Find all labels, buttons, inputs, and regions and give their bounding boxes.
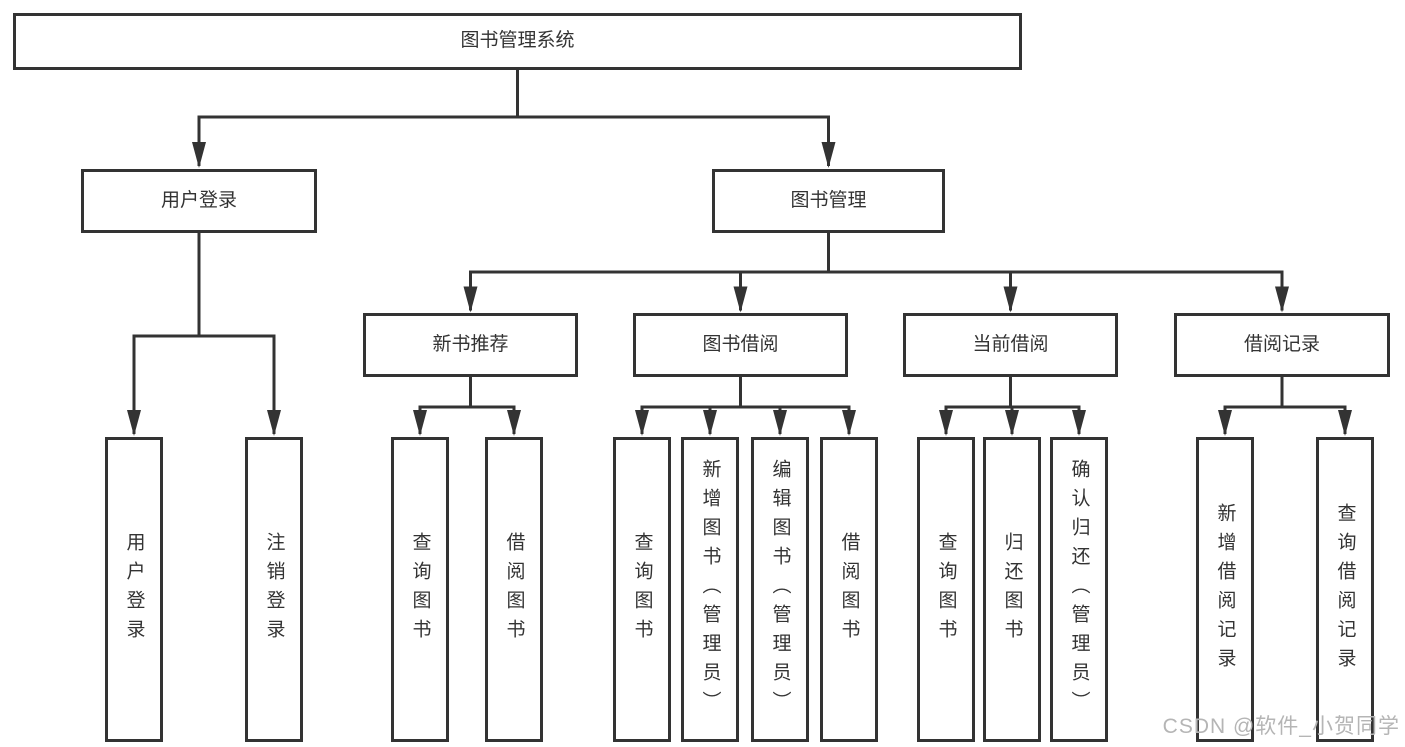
node-borrowing-records: 借阅记录	[1174, 313, 1390, 377]
node-edit-books-admin: 编辑图书（管理员）	[751, 437, 809, 742]
node-add-borrow-record: 新增借阅记录	[1196, 437, 1254, 742]
node-book-borrowing: 图书借阅	[633, 313, 848, 377]
node-library-management-system: 图书管理系统	[13, 13, 1022, 70]
connector-user-login-to-leaves	[127, 233, 281, 436]
node-book-management: 图书管理	[712, 169, 945, 233]
connector-book-borrowing-to-leaves	[635, 377, 856, 436]
node-confirm-return-admin: 确认归还（管理员）	[1050, 437, 1108, 742]
csdn-watermark: CSDN @软件_小贺同学	[1162, 715, 1400, 738]
node-query-books-current: 查询图书	[917, 437, 975, 742]
connector-book-management-to-level3	[463, 233, 1289, 313]
node-query-borrow-record: 查询借阅记录	[1316, 437, 1374, 742]
node-logout: 注销登录	[245, 437, 303, 742]
node-query-books-recommend: 查询图书	[391, 437, 449, 742]
node-query-books-borrowing: 查询图书	[613, 437, 671, 742]
node-borrow-books-recommend: 借阅图书	[485, 437, 543, 742]
node-borrow-books: 借阅图书	[820, 437, 878, 742]
node-current-borrowing: 当前借阅	[903, 313, 1118, 377]
connector-root-to-level2	[192, 70, 836, 168]
connector-borrowing-records-to-leaves	[1218, 377, 1352, 436]
node-user-login: 用户登录	[81, 169, 317, 233]
node-add-books-admin: 新增图书（管理员）	[681, 437, 739, 742]
connector-current-borrowing-to-leaves	[939, 377, 1086, 436]
node-user-login-leaf: 用户登录	[105, 437, 163, 742]
node-new-book-recommend: 新书推荐	[363, 313, 578, 377]
node-return-books: 归还图书	[983, 437, 1041, 742]
connector-new-book-recommend-to-leaves	[413, 377, 521, 436]
